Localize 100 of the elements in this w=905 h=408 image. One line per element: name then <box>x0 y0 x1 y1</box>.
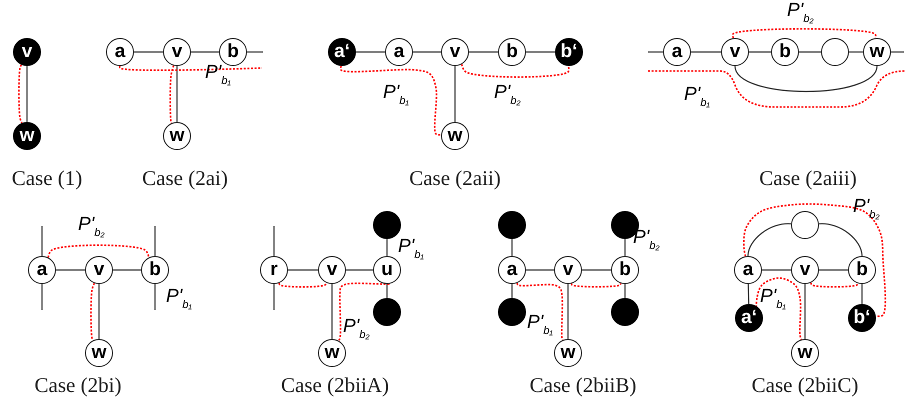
vertex-label: w <box>20 126 34 144</box>
graph-edge <box>98 284 100 339</box>
filled-vertex-circle <box>373 211 401 239</box>
filled-vertex-circle <box>555 38 583 66</box>
vertex-circle <box>28 256 56 284</box>
graph-edge <box>819 269 848 271</box>
graph-edge <box>861 284 863 304</box>
graph-edge <box>247 51 263 53</box>
graph-edge <box>511 284 513 298</box>
dotted-path <box>118 66 262 72</box>
vertex-label: a <box>672 42 682 60</box>
filled-vertex-circle <box>611 298 639 326</box>
case-caption: Case (2aiii) <box>759 166 857 191</box>
graph-edge <box>331 284 333 339</box>
vertex-label: b‘ <box>854 308 870 326</box>
vertex-circle <box>663 38 691 66</box>
graph-edge <box>567 284 569 339</box>
dotted-path <box>278 282 327 288</box>
graph-edge <box>804 284 806 339</box>
graph-edge <box>386 284 388 298</box>
graph-edge <box>386 239 388 256</box>
vertex-label: v <box>22 42 32 60</box>
vertex-label: w <box>92 342 106 362</box>
vertex-label: b <box>149 260 161 278</box>
dotted-path <box>340 66 442 136</box>
vertex-circle <box>318 256 346 284</box>
vertex-circle <box>863 38 891 66</box>
vertex-circle <box>771 38 799 66</box>
graph-edge <box>413 51 441 53</box>
vertex-circle <box>385 38 413 66</box>
vertex-circle <box>441 122 469 150</box>
graph-edge <box>176 66 178 122</box>
dotted-path <box>516 282 564 340</box>
graph-edge <box>41 284 43 310</box>
graph-edge <box>511 239 513 256</box>
dotted-path <box>570 283 622 288</box>
path-label: P'$_{b₂}$ <box>494 82 521 107</box>
vertex-circle <box>791 339 819 367</box>
filled-vertex-circle <box>498 211 526 239</box>
vertex-label: b <box>856 260 868 278</box>
graph-edge <box>356 51 385 53</box>
vertex-label: v <box>730 42 740 60</box>
path-label: P'$_{b₁}$ <box>760 286 786 311</box>
graph-edge <box>799 51 821 53</box>
vertex-label: w <box>870 42 884 60</box>
graph-edge <box>648 51 663 53</box>
filled-vertex-circle <box>13 122 41 150</box>
vertex-label: b‘ <box>560 42 578 60</box>
graph-edge <box>849 51 863 53</box>
vertex-label: b <box>506 42 518 60</box>
graph-edge <box>41 226 43 256</box>
dotted-path <box>169 65 174 124</box>
filled-vertex-circle <box>498 298 526 326</box>
vertex-circle <box>611 256 639 284</box>
dotted-path <box>18 64 23 124</box>
graph-edge <box>469 51 498 53</box>
path-label: P'$_{b₂}$ <box>78 214 105 239</box>
graph-edge <box>113 269 141 271</box>
vertex-circle <box>141 256 169 284</box>
vertex-label: w <box>560 342 576 362</box>
path-label: P'$_{b₁}$ <box>166 286 192 311</box>
dotted-path <box>743 203 886 318</box>
vertex-label: a <box>394 42 404 60</box>
vertex-label: b <box>619 260 631 278</box>
case-caption: Case (2biiA) <box>281 373 389 398</box>
vertex-circle <box>791 256 819 284</box>
graph-edge <box>273 284 275 310</box>
vertex-label: a <box>36 260 48 278</box>
dotted-path <box>732 28 876 38</box>
vertex-label: w <box>324 342 340 362</box>
graph-edge <box>288 269 318 271</box>
filled-vertex-circle <box>373 298 401 326</box>
case-caption: Case (2bi) <box>34 373 122 398</box>
vertex-circle <box>373 256 401 284</box>
vertex-label: v <box>800 260 810 278</box>
graph-edge <box>526 269 554 271</box>
path-label: P'$_{b₁}$ <box>684 84 710 109</box>
vertex-label: a‘ <box>741 308 757 326</box>
vertex-circle <box>721 38 749 66</box>
path-label: P'$_{b₁}$ <box>527 312 553 337</box>
vertex-circle <box>554 339 582 367</box>
graph-edge <box>582 269 611 271</box>
vertex-circle <box>441 38 469 66</box>
vertex-label: b <box>227 42 239 60</box>
dotted-path <box>460 64 570 78</box>
path-label: P'$_{b₂}$ <box>853 196 880 221</box>
vertex-label: a <box>114 42 126 60</box>
graph-edge <box>191 51 219 53</box>
path-label: P'$_{b₂}$ <box>343 316 370 341</box>
graph-edge <box>691 51 721 53</box>
case-caption: Case (2biiC) <box>752 373 858 398</box>
vertex-circle <box>734 256 762 284</box>
vertex-circle <box>554 256 582 284</box>
vertex-label: v <box>450 42 460 60</box>
vertex-circle <box>791 211 819 239</box>
vertex-circle <box>260 256 288 284</box>
case-caption: Case (2ai) <box>142 166 228 191</box>
vertex-label: w <box>798 342 812 362</box>
vertex-circle <box>498 256 526 284</box>
graph-edge <box>273 226 275 256</box>
